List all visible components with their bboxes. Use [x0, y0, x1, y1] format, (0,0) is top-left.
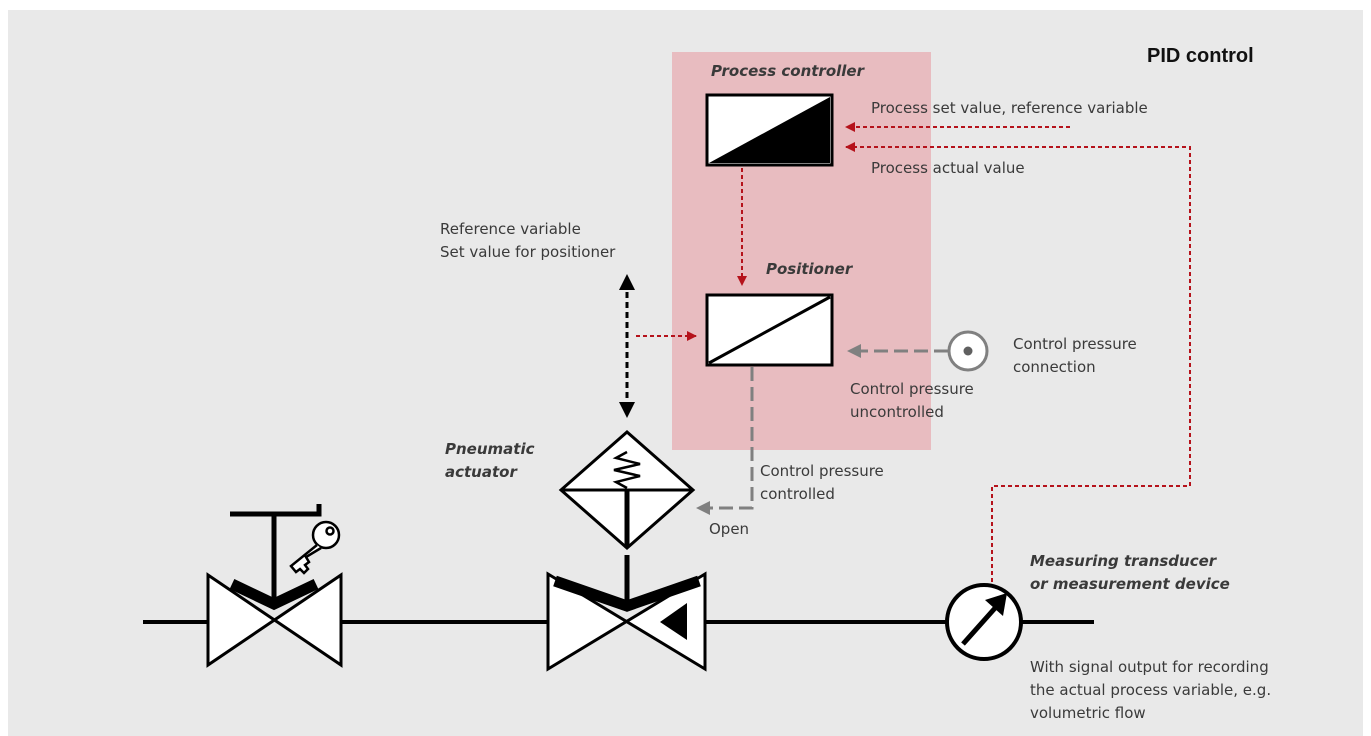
control-pressure-controlled-label: Control pressure controlled — [760, 462, 884, 503]
control-pressure-uncontrolled-label: Control pressure uncontrolled — [850, 380, 974, 421]
manual-valve — [206, 504, 343, 668]
process-controller-label: Process controller — [711, 62, 864, 80]
reference-variable-label: Reference variable Set value for positio… — [440, 220, 616, 261]
actual-value-label: Process actual value — [871, 159, 1025, 177]
positioner-label: Positioner — [766, 260, 853, 278]
signal-lines — [636, 122, 1191, 582]
measuring-device-label: Measuring transducer or measurement devi… — [1030, 552, 1230, 593]
set-value-label: Process set value, reference variable — [871, 99, 1148, 117]
open-label: Open — [709, 520, 750, 538]
actual-value-signal — [845, 142, 1191, 582]
spring-icon — [612, 450, 641, 490]
signal-output-label: With signal output for recording the act… — [1030, 658, 1272, 722]
control-valve — [546, 430, 707, 672]
process-controller-block — [705, 93, 834, 167]
target-connection-icon — [947, 330, 989, 372]
arrow-gauge-icon — [945, 583, 1023, 661]
controlled-pressure-line — [696, 367, 754, 515]
reference-variable-arrow — [619, 274, 635, 418]
pneumatic-actuator-label: Pneumatic actuator — [445, 440, 535, 481]
page-title: PID control — [1147, 45, 1254, 67]
key-icon — [289, 520, 341, 575]
control-pressure-connection-label: Control pressure connection — [1013, 335, 1137, 376]
positioner-block — [705, 293, 834, 367]
pressure-lines — [696, 344, 948, 515]
